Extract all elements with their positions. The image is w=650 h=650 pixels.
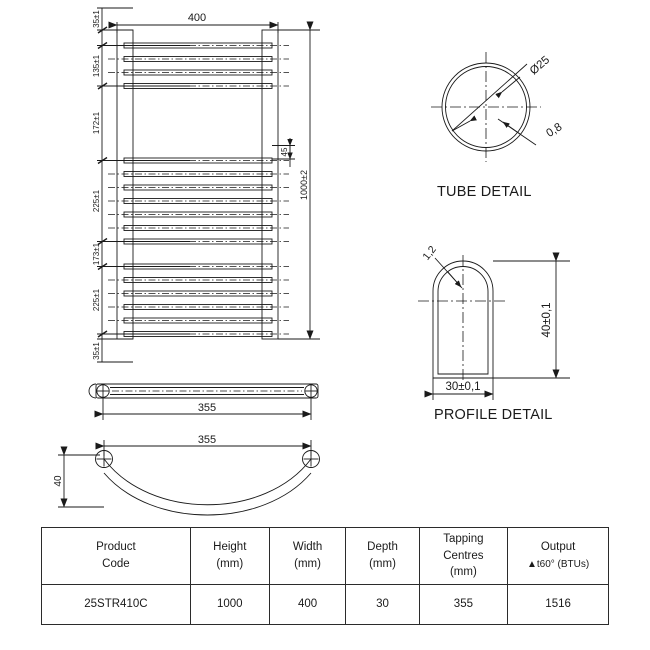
cell-width: 400 <box>268 584 347 626</box>
header-tapping-centres: Tapping Centres (mm) <box>418 526 509 586</box>
dim-label-tube-diameter: Ø25 <box>528 54 552 77</box>
dim-label-curved-355: 355 <box>198 434 216 446</box>
tube-detail-leader-wall <box>497 118 537 146</box>
dim-profile-height <box>493 252 570 379</box>
rail-group-bottom <box>123 263 273 337</box>
radiator-right-post <box>261 29 279 340</box>
dim-label-v-5: 225±1 <box>92 288 101 311</box>
dim-width-400 <box>108 21 279 33</box>
header-line-2: Code <box>102 558 130 570</box>
header-line-2: (mm) <box>369 558 396 570</box>
header-height: Height (mm) <box>189 526 270 586</box>
cell-product-code: 25STR410C <box>41 584 191 626</box>
header-line-2: (mm) <box>294 558 321 570</box>
dim-curved-355 <box>95 440 312 456</box>
dim-label-width-400: 400 <box>188 12 206 24</box>
cell-tapping-centres: 355 <box>418 584 509 626</box>
dim-label-v-4: 173±1 <box>92 242 101 265</box>
dim-label-height-1000: 1000±2 <box>299 170 309 200</box>
cell-output: 1516 <box>507 584 609 626</box>
dim-top-view-355 <box>94 398 312 420</box>
header-line-1: Output <box>540 541 576 554</box>
header-line-2: Centres <box>443 549 484 562</box>
tube-detail-centrelines <box>431 52 541 162</box>
header-line-2: ▲t60° (BTUs) <box>526 559 590 570</box>
header-product-code: Product Code <box>41 526 191 586</box>
header-line-1: Height <box>213 541 247 554</box>
header-line-1: Product <box>96 541 136 554</box>
header-line-1: Tapping <box>443 533 484 545</box>
dim-height-1000 <box>278 21 320 340</box>
dim-label-profile-height: 40±0,1 <box>541 302 553 337</box>
dim-label-topview-355: 355 <box>198 402 216 414</box>
dim-label-v-2: 172±1 <box>92 111 101 134</box>
tube-detail-leader-diameter <box>451 63 528 132</box>
curved-view-bar <box>95 450 320 516</box>
top-view-bar <box>88 383 319 399</box>
specification-table: Product Code Height (mm) Width (mm) Dept… <box>41 526 609 626</box>
profile-detail-centrelines <box>418 255 508 382</box>
header-line-2: (mm) <box>216 558 244 570</box>
dim-label-v-6: 35±1 <box>92 342 101 360</box>
cell-height: 1000 <box>189 584 270 626</box>
rail-group-top <box>123 42 273 89</box>
profile-detail-shape <box>432 260 494 379</box>
profile-detail-caption: PROFILE DETAIL <box>434 407 553 423</box>
header-line-1: Width <box>292 541 323 554</box>
header-line-3: (mm) <box>449 566 477 579</box>
cell-depth: 30 <box>345 584 420 626</box>
dim-label-v-0: 35±1 <box>92 10 101 28</box>
dim-label-v-3: 225±1 <box>92 189 101 212</box>
dim-label-pitch-45: 45 <box>280 147 289 156</box>
dim-label-profile-width: 30±0,1 <box>445 381 480 393</box>
tube-detail-caption: TUBE DETAIL <box>437 184 532 200</box>
dim-profile-width <box>424 378 494 400</box>
dim-rail-pitch-45 <box>272 138 295 167</box>
dim-label-curved-40: 40 <box>53 475 64 487</box>
header-output: Output ▲t60° (BTUs) <box>507 526 609 586</box>
table-row: 25STR410C 1000 400 30 355 1516 <box>41 584 609 626</box>
header-line-1: Depth <box>367 541 398 554</box>
header-width: Width (mm) <box>268 526 347 586</box>
profile-detail-leader-wall <box>434 257 463 289</box>
header-depth: Depth (mm) <box>345 526 420 586</box>
dim-curved-depth-40 <box>58 446 104 508</box>
dim-label-v-1: 135±1 <box>92 54 101 77</box>
radiator-left-post <box>116 29 134 340</box>
dim-chain-vertical <box>97 7 190 363</box>
table-header-row: Product Code Height (mm) Width (mm) Dept… <box>41 526 609 586</box>
dim-label-tube-wall: 0,8 <box>544 121 564 140</box>
